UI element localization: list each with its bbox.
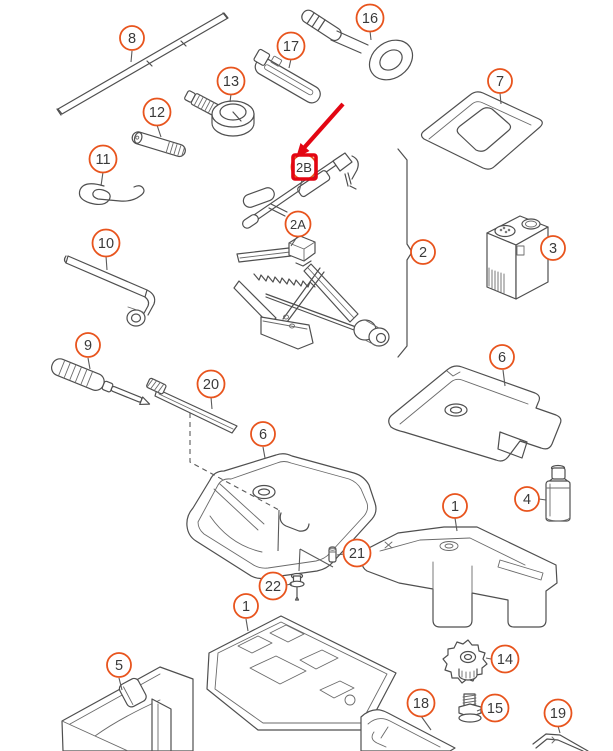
highlight-annotation xyxy=(291,102,345,181)
callout-12[interactable]: 12 xyxy=(142,97,172,138)
callout-20[interactable]: 20 xyxy=(196,369,226,410)
svg-text:14: 14 xyxy=(497,652,513,668)
callout-19[interactable]: 19 xyxy=(543,698,573,734)
svg-text:17: 17 xyxy=(283,39,299,55)
svg-text:20: 20 xyxy=(203,377,219,393)
svg-text:2B: 2B xyxy=(296,160,312,175)
tow-eye-bolt-drawing xyxy=(301,9,414,81)
svg-text:21: 21 xyxy=(349,546,365,562)
callout-17[interactable]: 17 xyxy=(276,31,306,69)
svg-text:10: 10 xyxy=(98,236,114,252)
threaded-pin-drawing xyxy=(131,131,186,158)
callout-15[interactable]: 15 xyxy=(476,693,510,723)
svg-text:22: 22 xyxy=(265,579,281,595)
callout-1-center[interactable]: 1 xyxy=(233,593,259,632)
svg-text:1: 1 xyxy=(242,599,250,615)
wheel-bolt-wrench-drawing xyxy=(63,255,156,327)
callout-22[interactable]: 22 xyxy=(258,571,293,601)
callout-18[interactable]: 18 xyxy=(406,688,436,731)
callout-14[interactable]: 14 xyxy=(485,644,520,674)
callout-21[interactable]: 21 xyxy=(336,538,372,568)
hubcap-puller-clip-drawing xyxy=(253,48,321,104)
pry-lever-drawing xyxy=(146,377,238,434)
fastening-screw-drawing xyxy=(289,572,305,601)
callout-4[interactable]: 4 xyxy=(514,486,547,512)
callout-10[interactable]: 10 xyxy=(91,228,121,271)
air-compressor-drawing xyxy=(486,215,549,300)
callout-11[interactable]: 11 xyxy=(88,144,118,187)
callout-2A[interactable]: 2A xyxy=(284,210,312,247)
svg-text:2: 2 xyxy=(419,245,427,261)
wire-hook-drawing xyxy=(78,183,145,206)
extension-rod-drawing xyxy=(56,12,229,116)
mounting-bracket-drawing xyxy=(360,709,456,751)
wing-nut-drawing xyxy=(442,639,488,684)
svg-text:19: 19 xyxy=(550,706,566,722)
svg-text:15: 15 xyxy=(487,701,503,717)
callout-3[interactable]: 3 xyxy=(540,235,566,261)
spacer-pin-drawing xyxy=(328,546,337,563)
svg-text:12: 12 xyxy=(149,105,165,121)
trim-panel-drawing xyxy=(532,733,589,751)
callout-16[interactable]: 16 xyxy=(355,3,385,41)
callout-6-center[interactable]: 6 xyxy=(250,421,276,459)
callout-8[interactable]: 8 xyxy=(119,25,145,63)
assembly-lines xyxy=(189,413,334,572)
highlight-arrow-shaft xyxy=(301,102,345,151)
svg-text:18: 18 xyxy=(413,696,429,712)
svg-text:6: 6 xyxy=(259,427,267,443)
callout-6-right[interactable]: 6 xyxy=(489,344,515,387)
svg-text:5: 5 xyxy=(115,658,123,674)
cover-plate-drawing xyxy=(420,91,543,170)
svg-text:8: 8 xyxy=(128,31,136,47)
callout-9[interactable]: 9 xyxy=(75,332,101,370)
svg-text:16: 16 xyxy=(362,11,378,27)
sealant-bottle-drawing xyxy=(545,464,571,522)
svg-text:4: 4 xyxy=(523,492,531,508)
callout-13[interactable]: 13 xyxy=(216,66,246,103)
svg-text:9: 9 xyxy=(84,338,92,354)
callout-2[interactable]: 2 xyxy=(410,239,436,265)
svg-text:11: 11 xyxy=(95,152,110,168)
svg-text:1: 1 xyxy=(451,499,459,515)
screwdriver-drawing xyxy=(51,358,151,406)
svg-text:6: 6 xyxy=(498,350,506,366)
svg-text:2A: 2A xyxy=(290,217,306,232)
scissor-jack-drawing xyxy=(233,235,390,350)
svg-text:7: 7 xyxy=(496,74,504,90)
foam-tray-cover-right-drawing xyxy=(388,365,562,462)
callout-7[interactable]: 7 xyxy=(487,68,513,105)
dial-gauge-drawing xyxy=(184,90,255,137)
callout-1-right[interactable]: 1 xyxy=(442,493,468,532)
callout-5[interactable]: 5 xyxy=(106,652,132,691)
jack-assembly-bracket xyxy=(397,148,413,358)
storage-pocket-drawing xyxy=(61,666,194,751)
svg-text:3: 3 xyxy=(549,241,557,257)
svg-text:13: 13 xyxy=(223,74,239,90)
fastening-bolt-drawing xyxy=(458,693,482,723)
highlight-box xyxy=(291,153,318,181)
foam-tool-tray-right-drawing xyxy=(361,526,558,628)
